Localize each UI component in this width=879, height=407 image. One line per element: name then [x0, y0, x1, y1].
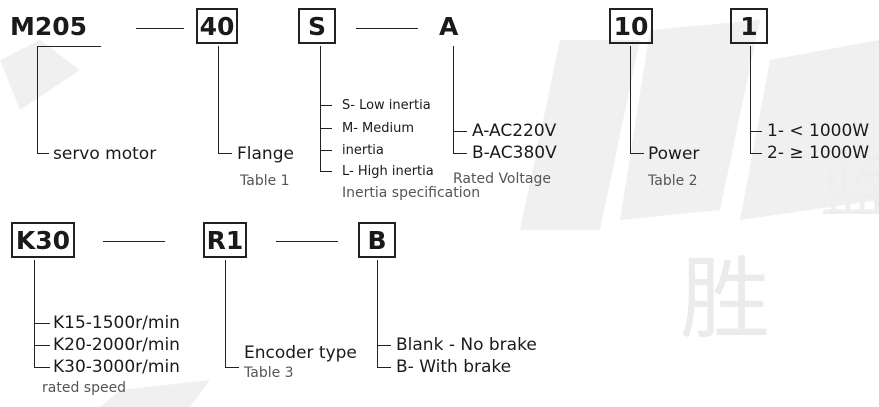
inertia-spec-label: Inertia specification	[342, 185, 481, 201]
model-code: M205	[10, 12, 88, 41]
brake-option-b: B- With brake	[396, 357, 512, 377]
servo-motor-label: servo motor	[53, 144, 157, 164]
voltage-option-a: A-AC220V	[472, 121, 557, 141]
voltage-tick-2	[453, 153, 467, 154]
brake-code-box: B	[358, 222, 396, 258]
inertia-option-high: L- High inertia	[342, 164, 434, 179]
flange-leader-foot	[218, 153, 232, 154]
brake-tick-1	[377, 345, 391, 346]
speed-tick-1	[34, 323, 50, 324]
encoder-code-box: R1	[203, 222, 247, 258]
voltage-code: A	[439, 12, 459, 41]
speed-option-k20: K20-2000r/min	[53, 335, 180, 355]
power-range-tick-2	[750, 153, 762, 154]
voltage-tick-1	[453, 131, 467, 132]
rated-voltage-label: Rated Voltage	[453, 171, 551, 187]
brake-option-blank: Blank - No brake	[396, 335, 537, 355]
separator-3	[103, 241, 165, 242]
inertia-tick-1	[320, 105, 332, 106]
flange-label: Flange	[237, 144, 294, 164]
inertia-code: S	[307, 11, 326, 41]
voltage-option-b: B-AC380V	[472, 143, 557, 163]
speed-code: K30	[15, 225, 71, 255]
speed-option-k15: K15-1500r/min	[53, 313, 180, 333]
power-leader-foot	[630, 153, 644, 154]
speed-tick-2	[34, 345, 50, 346]
flange-code: 40	[199, 11, 235, 41]
inertia-option-low: S- Low inertia	[342, 98, 431, 113]
inertia-tick-3	[320, 150, 332, 151]
separator-2	[356, 28, 418, 29]
inertia-tick-4	[320, 171, 332, 172]
power-range-tick-1	[750, 131, 762, 132]
speed-code-box: K30	[11, 222, 75, 258]
brake-tick-2	[377, 367, 391, 368]
encoder-code: R1	[206, 225, 244, 255]
power-code: 10	[613, 11, 649, 41]
inertia-tick-2	[320, 128, 332, 129]
power-label: Power	[648, 144, 700, 164]
speed-option-k30: K30-3000r/min	[53, 357, 180, 377]
power-range-code: 1	[740, 11, 758, 41]
encoder-leader-foot	[225, 367, 239, 368]
inertia-option-medium: M- Medium	[342, 121, 415, 136]
brake-code: B	[367, 225, 387, 255]
power-range-option-1: 1- < 1000W	[767, 121, 870, 141]
speed-tick-3	[34, 367, 50, 368]
flange-table-label: Table 1	[240, 173, 290, 189]
voltage-leader	[453, 46, 454, 153]
model-bracket-top	[37, 46, 101, 47]
rated-speed-label: rated speed	[42, 380, 127, 396]
power-table-label: Table 2	[648, 173, 698, 189]
brake-leader	[377, 260, 378, 367]
model-leader-foot	[37, 153, 49, 154]
power-range-leader	[750, 46, 751, 153]
inertia-leader	[320, 46, 321, 172]
power-range-code-box: 1	[730, 8, 768, 44]
flange-leader	[218, 46, 219, 153]
separator-1	[136, 28, 184, 29]
power-range-option-2: 2- ≥ 1000W	[767, 143, 870, 163]
separator-4	[276, 241, 338, 242]
speed-leader	[34, 260, 35, 367]
inertia-option-medium-cont: inertia	[342, 143, 384, 158]
encoder-table-label: Table 3	[244, 365, 294, 381]
model-leader	[37, 46, 38, 153]
inertia-code-box: S	[298, 8, 336, 44]
power-leader	[630, 46, 631, 153]
encoder-leader	[225, 260, 226, 367]
encoder-type-label: Encoder type	[244, 343, 357, 363]
power-code-box: 10	[609, 8, 653, 44]
flange-code-box: 40	[196, 8, 238, 44]
